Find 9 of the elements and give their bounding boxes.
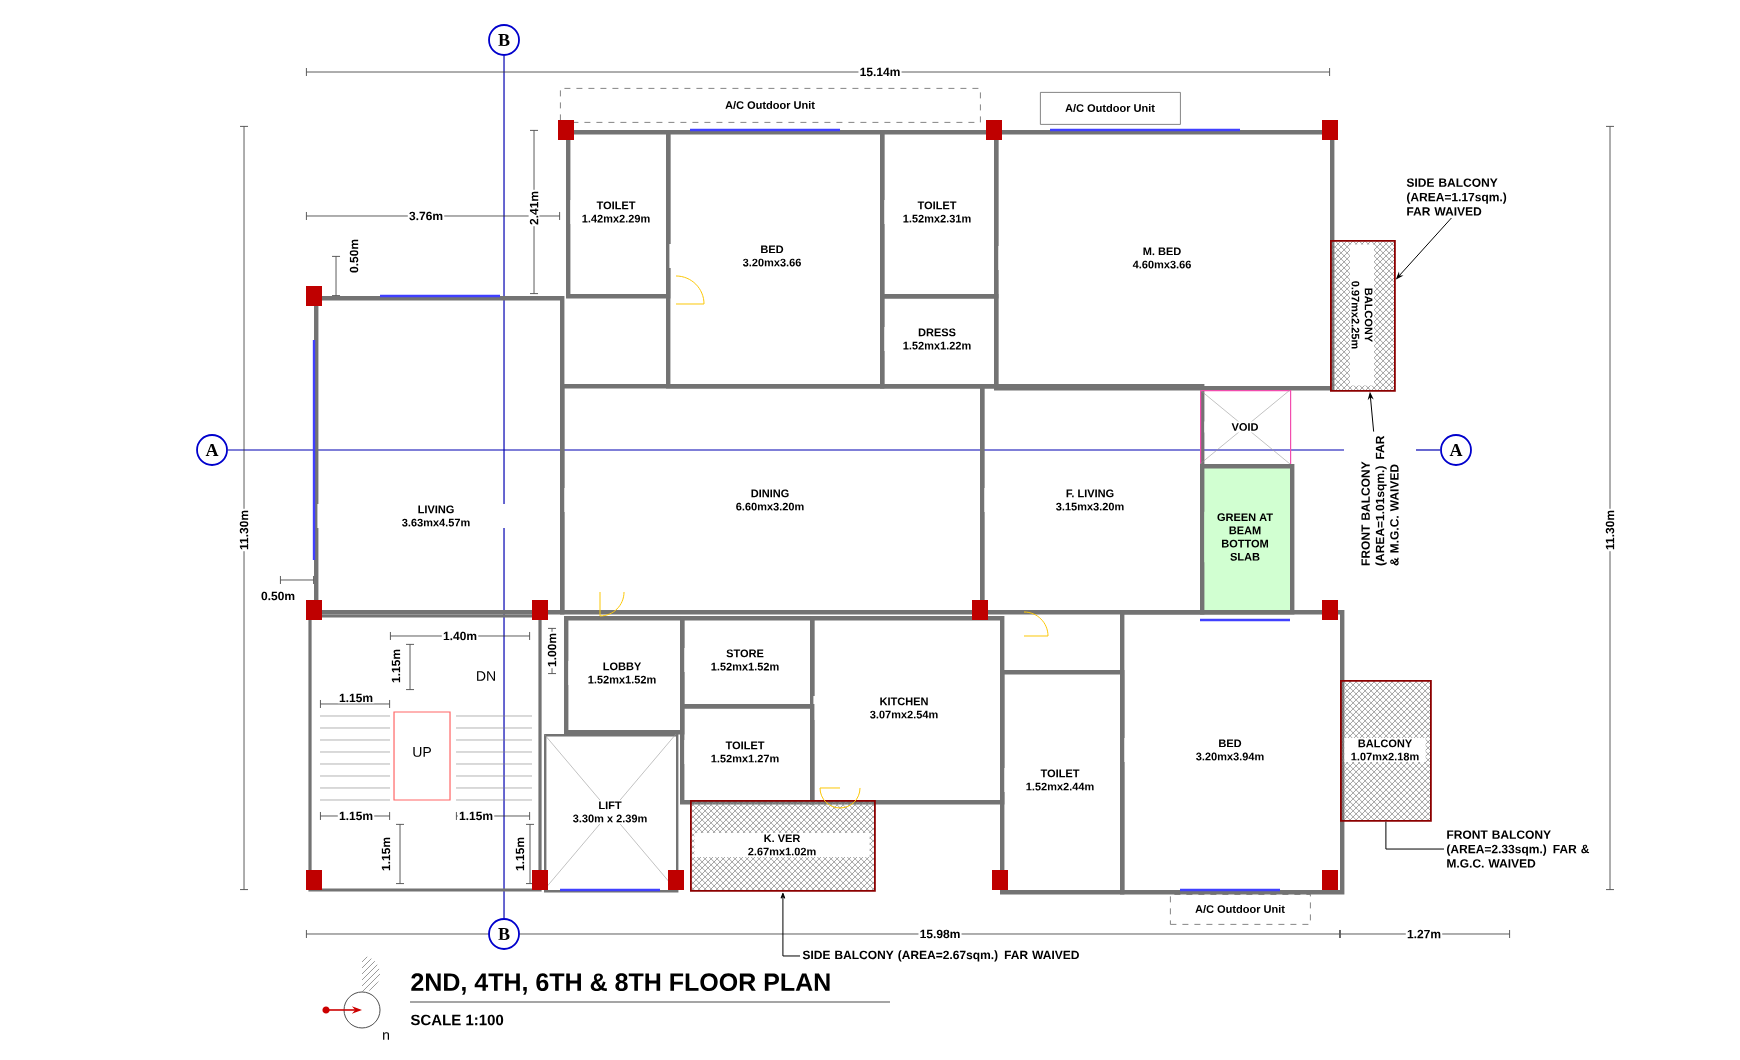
leader-line [1396, 217, 1452, 279]
grid-bubble: B [488, 24, 520, 56]
grid-bubble: B [488, 918, 520, 950]
leader-line [1385, 821, 1445, 850]
leader-line [780, 892, 801, 957]
leader-line [1368, 392, 1375, 433]
plan-title: 2ND, 4TH, 6TH & 8TH FLOOR PLAN [411, 973, 830, 995]
grid-bubble: A [196, 434, 228, 466]
grid-bubble: A [1440, 434, 1472, 466]
